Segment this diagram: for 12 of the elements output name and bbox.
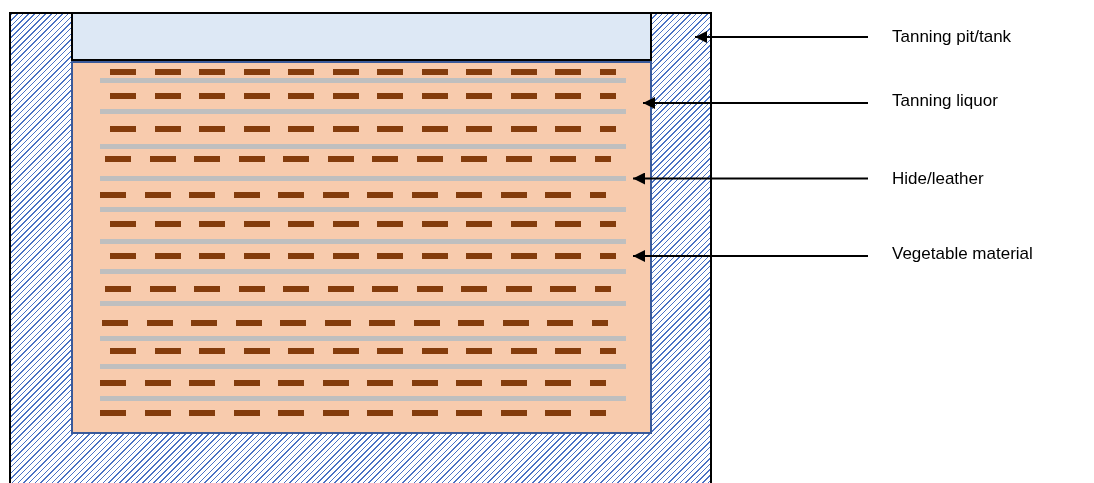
part-label: Tanning liquor [892,91,998,111]
part-label: Vegetable material [892,244,1033,264]
headspace [71,14,652,61]
part-label: Hide/leather [892,169,984,189]
part-label: Tanning pit/tank [892,27,1012,47]
tank-wall [9,12,712,483]
leader-line [632,172,869,185]
leader-line [642,97,869,109]
leader-line [694,31,869,43]
leader-line [632,250,869,262]
liquor-fill [71,61,652,434]
hide-strip [100,176,626,181]
